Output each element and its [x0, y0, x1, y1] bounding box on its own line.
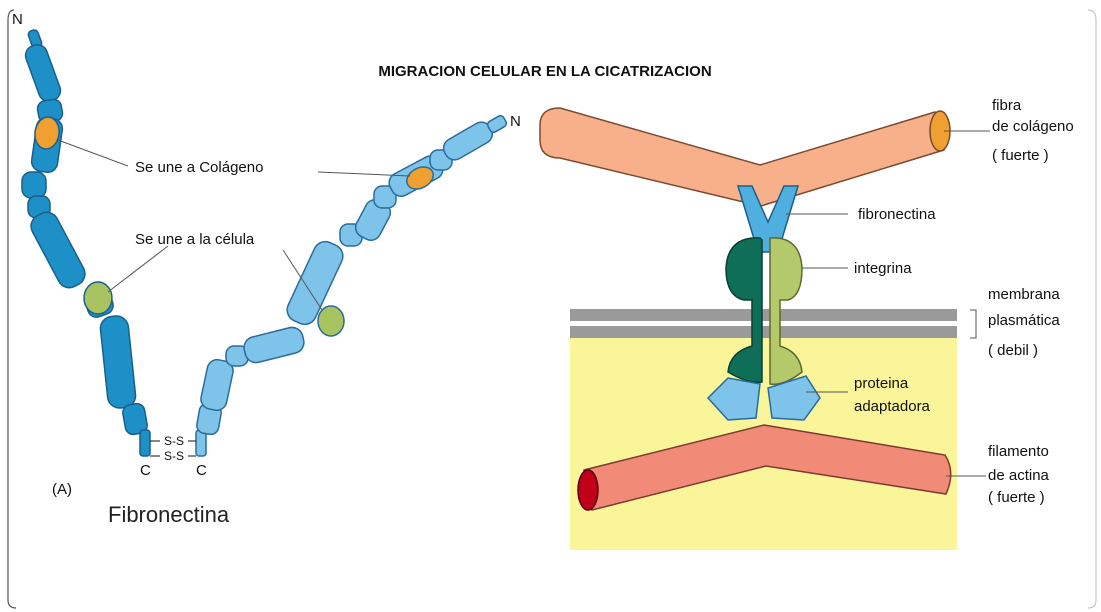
- n-terminal-dark: N: [12, 11, 23, 28]
- diagram-title: MIGRACION CELULAR EN LA CICATRIZACION: [378, 63, 711, 80]
- label-membrane-2: plasmática: [988, 312, 1060, 329]
- label-collagen-fiber-1: fibra: [992, 97, 1022, 114]
- frame-right-edge: [1088, 10, 1096, 608]
- label-binds-collagen: Se une a Colágeno: [135, 159, 263, 176]
- label-collagen-fiber-3: ( fuerte ): [992, 147, 1049, 164]
- cell-binding-site-light: [318, 306, 344, 336]
- disulfide-bond-1: S-S: [164, 434, 184, 448]
- label-adapter-2: adaptadora: [854, 398, 931, 415]
- label-binds-cell: Se une a la célula: [135, 231, 255, 248]
- membrane-inner-layer: [570, 326, 957, 338]
- c-terminal-dark: C: [140, 462, 151, 479]
- c-terminal-light: C: [196, 462, 207, 479]
- label-fibronectin: fibronectina: [858, 206, 936, 223]
- membrane-outer-layer: [570, 309, 957, 321]
- disulfide-bonds: S-S S-S: [150, 434, 196, 463]
- panel-letter: (A): [52, 481, 72, 498]
- label-actin-2: de actina: [988, 467, 1050, 484]
- fibronectin-caption: Fibronectina: [108, 502, 230, 527]
- label-membrane-3: ( debil ): [988, 342, 1038, 359]
- fibronectin-dark-strand: [22, 29, 150, 456]
- disulfide-bond-2: S-S: [164, 449, 184, 463]
- n-terminal-light: N: [510, 113, 521, 130]
- label-membrane-1: membrana: [988, 286, 1060, 303]
- cell-binding-site-dark: [84, 282, 112, 314]
- label-integrin: integrina: [854, 260, 912, 277]
- label-collagen-fiber-2: de colágeno: [992, 118, 1074, 135]
- label-actin-3: ( fuerte ): [988, 489, 1045, 506]
- frame-left-edge: [8, 10, 16, 608]
- label-actin-1: filamento: [988, 443, 1049, 460]
- label-adapter-1: proteina: [854, 375, 909, 392]
